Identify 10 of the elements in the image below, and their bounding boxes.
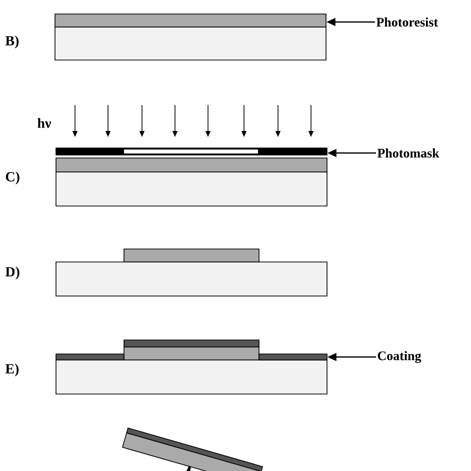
photoresist-layer	[54, 14, 326, 28]
layer-label: Photoresist	[376, 17, 438, 27]
step-label: hν	[38, 118, 52, 128]
step-label: B)	[5, 36, 19, 48]
layer-label: Coating	[378, 351, 422, 363]
coating-layer	[258, 354, 328, 360]
step-label: D)	[5, 266, 20, 280]
layer-label: Photomask	[377, 148, 440, 158]
step-label: E)	[5, 364, 19, 376]
step-label: C)	[6, 172, 20, 184]
